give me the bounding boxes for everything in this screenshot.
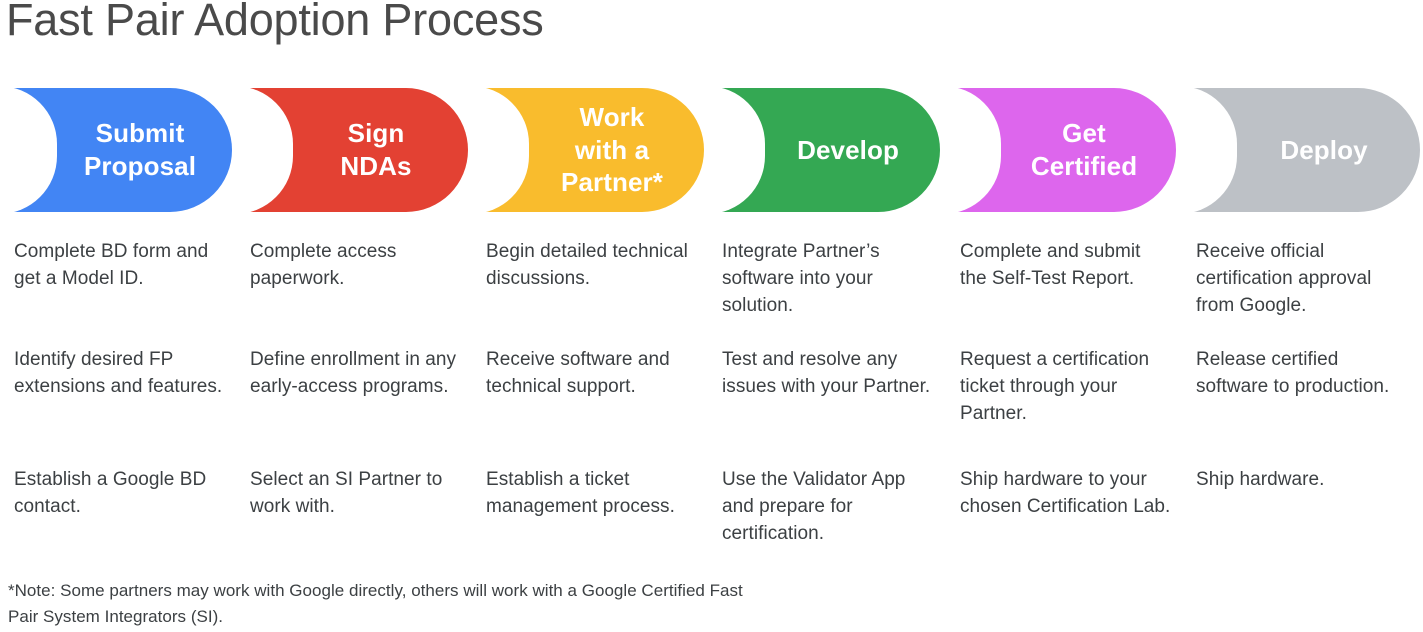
- stage-detail-item: Request a certification ticket through y…: [960, 349, 1150, 425]
- stage-banner-deploy[interactable]: Deploy: [1179, 86, 1420, 214]
- chevron-notch-icon: [707, 86, 765, 214]
- stage-detail-item: Establish a ticket management process.: [486, 469, 675, 518]
- stage-detail-item: Ship hardware to your chosen Certificati…: [960, 469, 1171, 518]
- stage-detail-item: Define enrollment in any early-access pr…: [250, 349, 457, 398]
- stage-detail-item: Complete and submit the Self-Test Report…: [960, 241, 1141, 290]
- page-title: Fast Pair Adoption Process: [6, 0, 544, 45]
- stage-detail-item: Select an SI Partner to work with.: [250, 469, 443, 518]
- chevron-notch-icon: [0, 86, 57, 214]
- stage-detail-item: Ship hardware.: [1196, 469, 1325, 490]
- stage-label-line: Submit: [95, 118, 185, 149]
- stage-label-line: Partner*: [561, 167, 663, 198]
- stage-label-line: Develop: [797, 134, 899, 165]
- chevron-notch-icon: [1179, 86, 1237, 214]
- stage-detail-item: Release certified software to production…: [1196, 349, 1390, 398]
- stage-detail-item: Complete BD form and get a Model ID.: [14, 241, 209, 290]
- stage-detail-item: Receive software and technical support.: [486, 349, 670, 398]
- stage-details-grid: Complete BD form and get a Model ID. Iden…: [0, 238, 1423, 548]
- stage-label-line: Certified: [1030, 151, 1138, 181]
- stage-label-line: Get: [1062, 118, 1106, 149]
- stage-banner-label-develop: Develop: [766, 88, 930, 212]
- footnote-note: *Note: Some partners may work with Googl…: [8, 581, 743, 626]
- stage-detail-item: Establish a Google BD contact.: [14, 469, 207, 518]
- stage-detail-item: Complete access paperwork.: [250, 241, 397, 290]
- stage-label-line: Proposal: [83, 151, 197, 181]
- stage-label-line: NDAs: [340, 151, 412, 181]
- stage-label-line: Deploy: [1280, 134, 1368, 165]
- stage-detail-item: Test and resolve any issues with your Pa…: [722, 349, 931, 398]
- stage-detail-item: Use the Validator App and prepare for ce…: [722, 469, 906, 545]
- stage-detail-item: Receive official certification approval …: [1196, 241, 1372, 317]
- stage-label-line: Sign: [347, 118, 405, 149]
- chevron-notch-icon: [471, 86, 529, 214]
- stage-detail-item: Identify desired FP extensions and featu…: [14, 349, 223, 398]
- stage-label-line: Work: [579, 101, 645, 132]
- stage-detail-item: Integrate Partner’s software into your s…: [722, 241, 880, 317]
- stage-label-line: with a: [574, 134, 650, 165]
- stage-banner-develop[interactable]: Develop: [707, 86, 940, 214]
- chevron-notch-icon: [235, 86, 293, 214]
- chevron-notch-icon: [943, 86, 1001, 214]
- stage-banner-label-deploy: Deploy: [1238, 88, 1410, 212]
- stage-detail-item: Begin detailed technical discussions.: [486, 241, 688, 290]
